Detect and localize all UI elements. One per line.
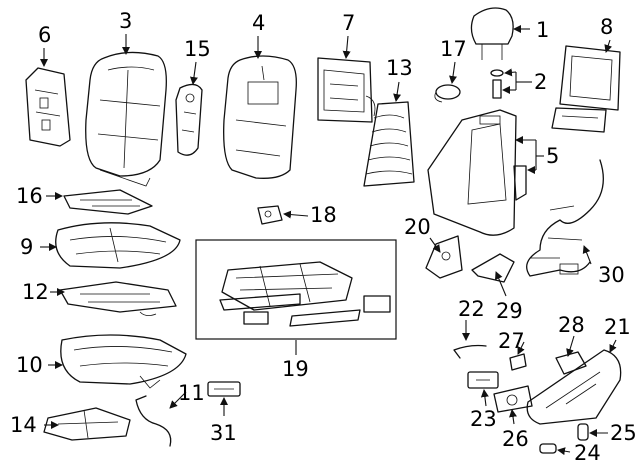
part-31-switch	[207, 381, 241, 397]
part-19-callout-box	[195, 239, 397, 340]
leader-lines	[40, 25, 617, 456]
part-16-back-shield	[63, 189, 153, 215]
part-11-cable	[135, 395, 172, 447]
part-29-wedge	[471, 253, 515, 283]
part-26-seat-switch	[493, 385, 533, 413]
part-30-wire-harness	[526, 159, 604, 277]
callout-19: 19	[282, 357, 309, 381]
callout-22: 22	[458, 297, 485, 321]
part-23-switch-bezel	[467, 371, 499, 389]
callout-1: 1	[536, 18, 549, 42]
callout-4: 4	[252, 11, 265, 35]
part-21-side-trim	[526, 349, 622, 425]
callout-28: 28	[558, 313, 585, 337]
part-1-headrest	[470, 7, 514, 60]
callout-3: 3	[119, 9, 132, 33]
part-19-seat-track-assembly	[219, 261, 391, 327]
part-9-cushion-cover	[55, 222, 181, 269]
part-22-wire-clip	[453, 344, 487, 359]
callout-30: 30	[598, 263, 625, 287]
part-14-track-cover	[43, 407, 131, 441]
callout-25: 25	[610, 421, 637, 445]
part-18-bracket	[257, 205, 283, 225]
part-24-cap	[539, 443, 557, 454]
callout-12: 12	[22, 280, 49, 304]
part-15-bolster	[175, 83, 203, 156]
part-10-cushion-pad	[60, 334, 187, 389]
callout-2: 2	[534, 70, 547, 94]
callout-13: 13	[386, 56, 413, 80]
callout-10: 10	[16, 353, 43, 377]
callout-8: 8	[600, 15, 613, 39]
callout-5: 5	[546, 144, 559, 168]
callout-31: 31	[210, 421, 237, 445]
callout-24: 24	[574, 441, 601, 465]
callout-29: 29	[496, 299, 523, 323]
part-4-back-pad	[223, 55, 297, 179]
callout-labels: 1 2 3 4 5 6 7 8 9 10 11 12 13 14 15 16 1…	[10, 9, 637, 465]
callout-20: 20	[404, 215, 431, 239]
callout-11: 11	[178, 381, 205, 405]
part-27-knob	[509, 353, 527, 371]
callout-6: 6	[38, 23, 51, 47]
part-12-cushion-pan	[59, 281, 177, 316]
part-17-harness-coil	[434, 84, 461, 103]
part-13-spring-mat	[363, 101, 415, 187]
callout-17: 17	[440, 37, 467, 61]
callout-7: 7	[342, 11, 355, 35]
part-5-back-frame	[427, 109, 527, 236]
part-8-display-module	[551, 45, 621, 133]
callout-16: 16	[16, 184, 43, 208]
part-6-back-panel	[25, 67, 71, 147]
callout-14: 14	[10, 413, 37, 437]
part-3-back-cover	[85, 51, 167, 187]
callout-15: 15	[184, 37, 211, 61]
part-25-plug	[577, 423, 589, 441]
part-28-clip	[555, 351, 587, 375]
callout-9: 9	[20, 235, 33, 259]
callout-26: 26	[502, 427, 529, 451]
part-7-lumbar-module	[317, 57, 376, 123]
callout-18: 18	[310, 203, 337, 227]
callout-27: 27	[498, 329, 525, 353]
part-20-side-bracket	[425, 235, 463, 279]
callout-21: 21	[604, 315, 631, 339]
callout-23: 23	[470, 407, 497, 431]
part-2-headrest-guides	[490, 69, 504, 99]
